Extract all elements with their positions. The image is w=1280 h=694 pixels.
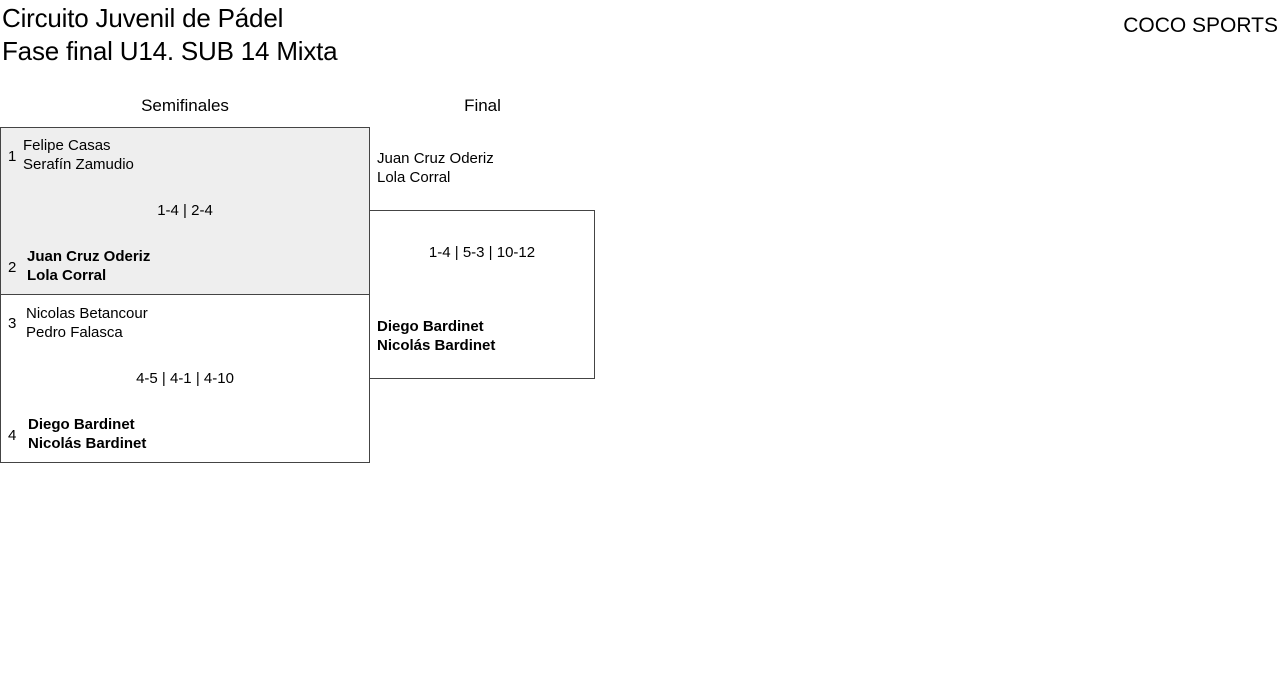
player-name: Felipe Casas — [23, 137, 111, 154]
team-bottom-winner[interactable]: Diego Bardinet Nicolás Bardinet — [28, 415, 146, 453]
final-match[interactable]: 1-4 | 5-3 | 10-12 Diego Bardinet Nicolás… — [369, 210, 595, 379]
team-top[interactable]: Nicolas Betancour Pedro Falasca — [26, 304, 148, 342]
team-top[interactable]: Felipe Casas Serafín Zamudio — [23, 136, 134, 174]
team-bottom-winner[interactable]: Juan Cruz Oderiz Lola Corral — [27, 247, 150, 285]
title-line-2: Fase final U14. SUB 14 Mixta — [2, 36, 338, 66]
player-name: Nicolas Betancour — [26, 305, 148, 322]
page-title: Circuito Juvenil de Pádel Fase final U14… — [2, 2, 338, 68]
title-line-1: Circuito Juvenil de Pádel — [2, 3, 284, 33]
player-name: Lola Corral — [27, 267, 107, 284]
player-name: Pedro Falasca — [26, 324, 123, 341]
final-team-bottom-winner[interactable]: Diego Bardinet Nicolás Bardinet — [377, 317, 495, 355]
seed-number: 1 — [8, 148, 17, 165]
final-team-top[interactable]: Juan Cruz Oderiz Lola Corral — [377, 149, 494, 187]
player-name: Diego Bardinet — [28, 416, 135, 433]
match-score: 1-4 | 2-4 — [157, 202, 213, 219]
seed-number: 4 — [8, 427, 17, 444]
player-name: Nicolás Bardinet — [28, 435, 147, 452]
match-score: 4-5 | 4-1 | 4-10 — [136, 370, 234, 387]
seed-number: 2 — [8, 259, 17, 276]
player-name: Serafín Zamudio — [23, 156, 134, 173]
round-heading-final: Final — [464, 96, 501, 115]
semifinal-match-1[interactable]: 1 Felipe Casas Serafín Zamudio 1-4 | 2-4… — [0, 127, 370, 295]
semifinal-match-2[interactable]: 3 Nicolas Betancour Pedro Falasca 4-5 | … — [0, 294, 370, 463]
seed-number: 3 — [8, 315, 17, 332]
match-score: 1-4 | 5-3 | 10-12 — [428, 244, 536, 261]
round-heading-semifinals: Semifinales — [141, 96, 229, 115]
player-name: Lola Corral — [377, 169, 451, 186]
brand-name: COCO SPORTS — [1123, 14, 1278, 37]
player-name: Juan Cruz Oderiz — [377, 150, 494, 167]
player-name: Diego Bardinet — [377, 318, 484, 335]
player-name: Juan Cruz Oderiz — [27, 248, 151, 265]
player-name: Nicolás Bardinet — [377, 337, 496, 354]
